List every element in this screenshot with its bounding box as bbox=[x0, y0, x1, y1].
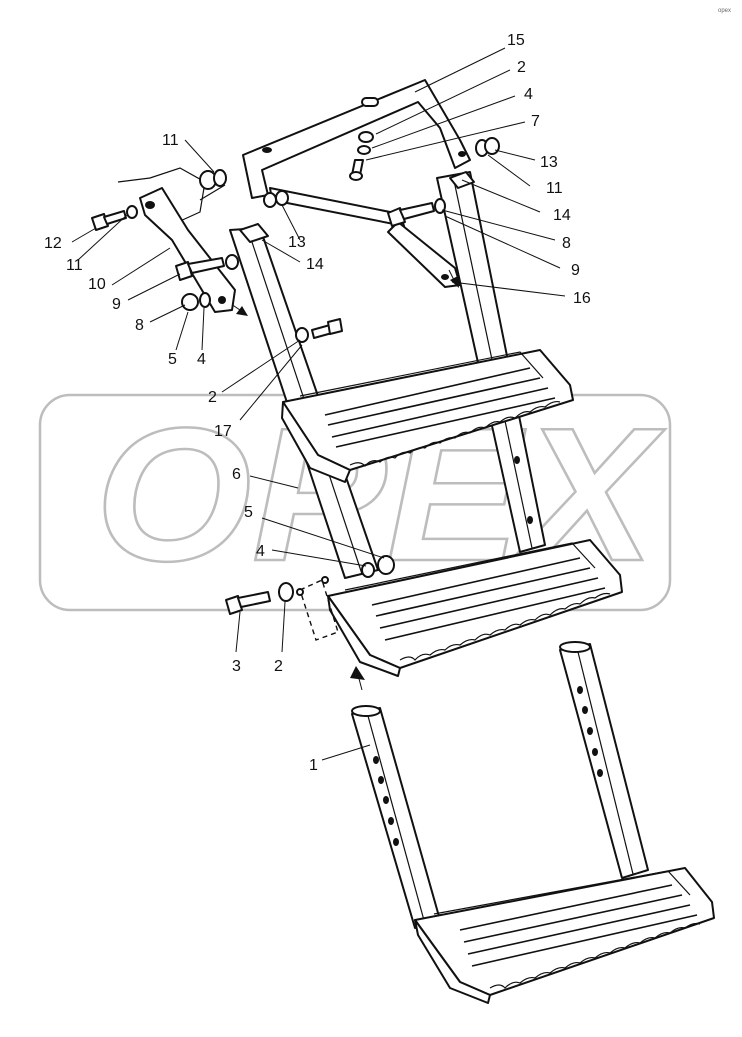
corner-logo-mark: opex bbox=[718, 8, 731, 14]
callout-4-top: 4 bbox=[524, 86, 533, 103]
callout-1: 1 bbox=[309, 757, 318, 774]
callout-6: 6 bbox=[232, 466, 241, 483]
callout-8-right: 8 bbox=[562, 235, 571, 252]
callout-5-left: 5 bbox=[168, 351, 177, 368]
callout-3: 3 bbox=[232, 658, 241, 675]
callout-13-left: 13 bbox=[288, 234, 306, 251]
callout-14-right: 14 bbox=[553, 207, 571, 224]
callout-2-bottom: 2 bbox=[274, 658, 283, 675]
callout-12: 12 bbox=[44, 235, 62, 252]
bolt-7-with-washers bbox=[349, 131, 374, 181]
callout-11-left: 11 bbox=[66, 257, 83, 274]
callout-11-right: 11 bbox=[546, 180, 563, 197]
callout-16: 16 bbox=[573, 290, 591, 307]
telescopic-rail-holes bbox=[373, 686, 603, 846]
upper-step-assembly bbox=[229, 171, 574, 579]
nut-washer-5-4-left bbox=[181, 292, 211, 311]
callout-17: 17 bbox=[214, 423, 232, 440]
attachment-guide-dashed bbox=[299, 579, 339, 641]
callout-7: 7 bbox=[531, 113, 540, 130]
callout-9-left: 9 bbox=[112, 296, 121, 313]
bolt-8-9-upper-right bbox=[387, 198, 446, 227]
leader-lines bbox=[71, 47, 566, 761]
side-bracket-10 bbox=[117, 167, 236, 313]
bolt-12 bbox=[91, 205, 138, 231]
bolt-3-washer-2 bbox=[225, 576, 329, 615]
bolt-17 bbox=[295, 318, 343, 343]
callout-2-top: 2 bbox=[517, 59, 526, 76]
callout-13-right: 13 bbox=[540, 154, 558, 171]
callout-15: 15 bbox=[507, 32, 525, 49]
callout-4-left: 4 bbox=[197, 351, 206, 368]
callout-9-right: 9 bbox=[571, 262, 580, 279]
middle-step-tread bbox=[327, 539, 623, 677]
callout-5-mid: 5 bbox=[244, 504, 253, 521]
nut-washer-5-4-lower bbox=[361, 555, 395, 578]
callout-10: 10 bbox=[88, 276, 106, 293]
callout-labels: 15 2 4 7 13 11 14 11 13 12 11 10 14 8 9 … bbox=[44, 32, 591, 774]
fasteners bbox=[91, 131, 500, 615]
nut-washer-11-13-right bbox=[475, 137, 500, 157]
nut-washer-11-13-left bbox=[199, 169, 289, 208]
telescopic-step-1 bbox=[351, 641, 715, 1004]
callout-8-left: 8 bbox=[135, 317, 144, 334]
callout-14-left: 14 bbox=[306, 256, 324, 273]
callout-4-mid: 4 bbox=[256, 543, 265, 560]
bolt-9-left bbox=[175, 254, 239, 281]
callout-11-top-left: 11 bbox=[162, 132, 179, 149]
callout-2-mid: 2 bbox=[208, 389, 217, 406]
